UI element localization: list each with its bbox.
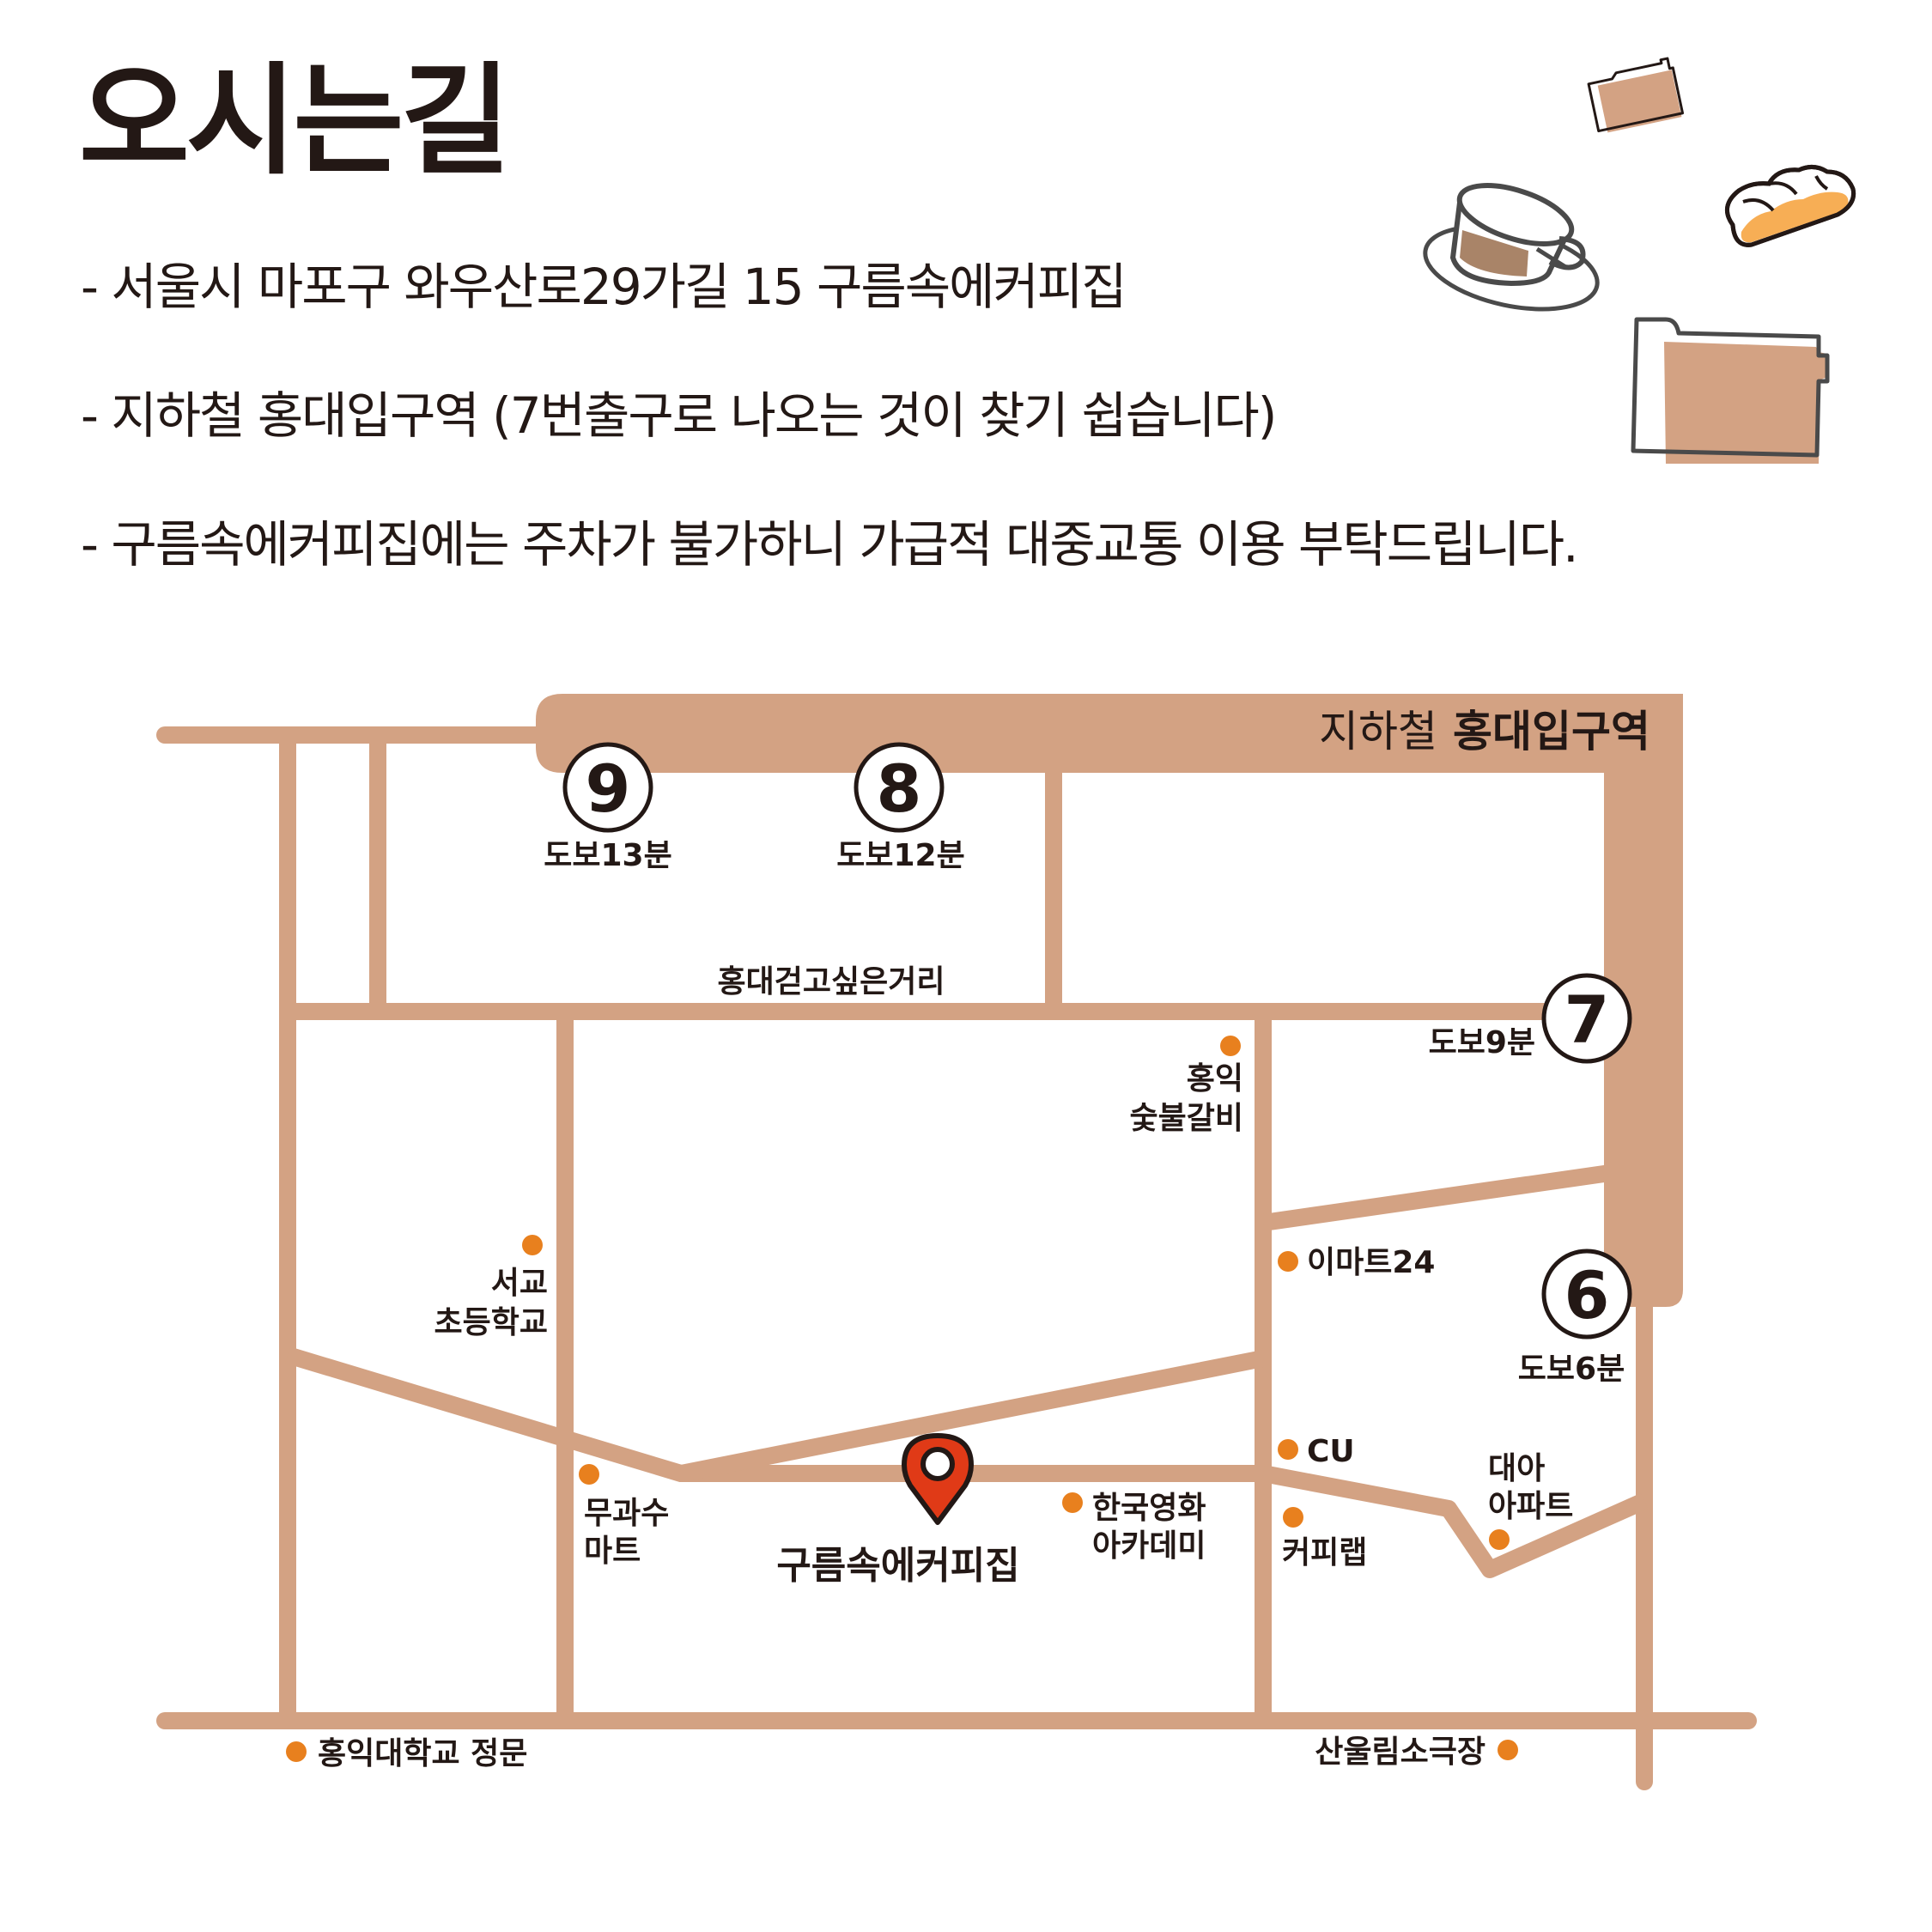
svg-text:아파트: 아파트 xyxy=(1488,1489,1573,1524)
svg-text:홍익대학교 정문: 홍익대학교 정문 xyxy=(318,1736,527,1771)
large-folder-icon xyxy=(1631,317,1830,464)
svg-text:커피랩: 커피랩 xyxy=(1282,1535,1367,1571)
svg-text:서교: 서교 xyxy=(491,1266,548,1301)
small-folder-icon xyxy=(1587,57,1685,133)
destination-label: 구름속에커피집 xyxy=(776,1544,1019,1588)
poi-seogyo-elementary[interactable]: 서교 초등학교 xyxy=(434,1235,548,1340)
svg-text:초등학교: 초등학교 xyxy=(434,1305,548,1340)
svg-text:9: 9 xyxy=(586,750,631,827)
svg-text:한국영화: 한국영화 xyxy=(1092,1491,1206,1526)
bread-icon xyxy=(1724,165,1856,247)
poi-mugwasu-mart[interactable]: 무과수 마트 xyxy=(579,1464,669,1569)
address-line: - 서울시 마포구 와우산로29가길 15 구름속에커피집 xyxy=(81,258,1127,316)
poi-hongik-galbi[interactable]: 홍익 숯불갈비 xyxy=(1130,1036,1243,1136)
exit-9-walk-time: 도보13분 xyxy=(544,838,671,873)
svg-text:이마트24: 이마트24 xyxy=(1307,1245,1435,1280)
svg-text:산울림소극장: 산울림소극장 xyxy=(1315,1735,1485,1770)
poi-hongik-univ-main-gate[interactable]: 홍익대학교 정문 xyxy=(286,1736,527,1771)
exit-8[interactable]: 8 도보12분 xyxy=(836,742,965,873)
svg-text:7: 7 xyxy=(1564,981,1610,1058)
svg-text:8: 8 xyxy=(877,750,922,827)
svg-text:아카데미: 아카데미 xyxy=(1092,1528,1206,1564)
parking-notice-line: - 구름속에커피집에는 주차가 불가하니 가급적 대중교통 이용 부탁드립니다. xyxy=(81,515,1579,574)
coffee-cup-icon xyxy=(1423,183,1600,312)
page-title: 오시는길 xyxy=(79,52,511,191)
exit-8-walk-time: 도보12분 xyxy=(836,838,964,873)
poi-daea-apartment[interactable]: 대아 아파트 xyxy=(1488,1451,1573,1550)
road-network xyxy=(156,726,1757,1790)
station-band xyxy=(536,694,1683,1307)
svg-text:마트: 마트 xyxy=(584,1534,641,1569)
svg-text:무과수: 무과수 xyxy=(584,1496,669,1531)
subway-line: - 지하철 홍대입구역 (7번출구로 나오는 것이 찾기 쉽습니다) xyxy=(81,386,1277,445)
exit-7[interactable]: 7 도보9분 xyxy=(1429,973,1632,1064)
svg-text:대아: 대아 xyxy=(1488,1451,1545,1486)
exit-7-walk-time: 도보9분 xyxy=(1429,1025,1535,1060)
poi-cu[interactable]: CU xyxy=(1278,1434,1355,1469)
exit-6-walk-time: 도보6분 xyxy=(1518,1352,1625,1387)
svg-text:홍익: 홍익 xyxy=(1187,1061,1243,1097)
exit-9[interactable]: 9 도보13분 xyxy=(544,742,672,873)
poi-emart24[interactable]: 이마트24 xyxy=(1278,1245,1435,1280)
poi-sanullim-theater[interactable]: 산울림소극장 xyxy=(1315,1735,1518,1770)
poi-coffee-lab[interactable]: 커피랩 xyxy=(1282,1507,1367,1571)
street-name-label: 홍대걷고싶은거리 xyxy=(718,964,945,999)
map-pin-icon[interactable] xyxy=(902,1433,974,1525)
svg-text:6: 6 xyxy=(1564,1257,1610,1334)
svg-text:CU: CU xyxy=(1307,1434,1355,1469)
poi-korea-film-academy[interactable]: 한국영화 아카데미 xyxy=(1062,1491,1206,1564)
svg-text:숯불갈비: 숯불갈비 xyxy=(1130,1101,1243,1136)
exit-6[interactable]: 6 도보6분 xyxy=(1518,1249,1632,1387)
